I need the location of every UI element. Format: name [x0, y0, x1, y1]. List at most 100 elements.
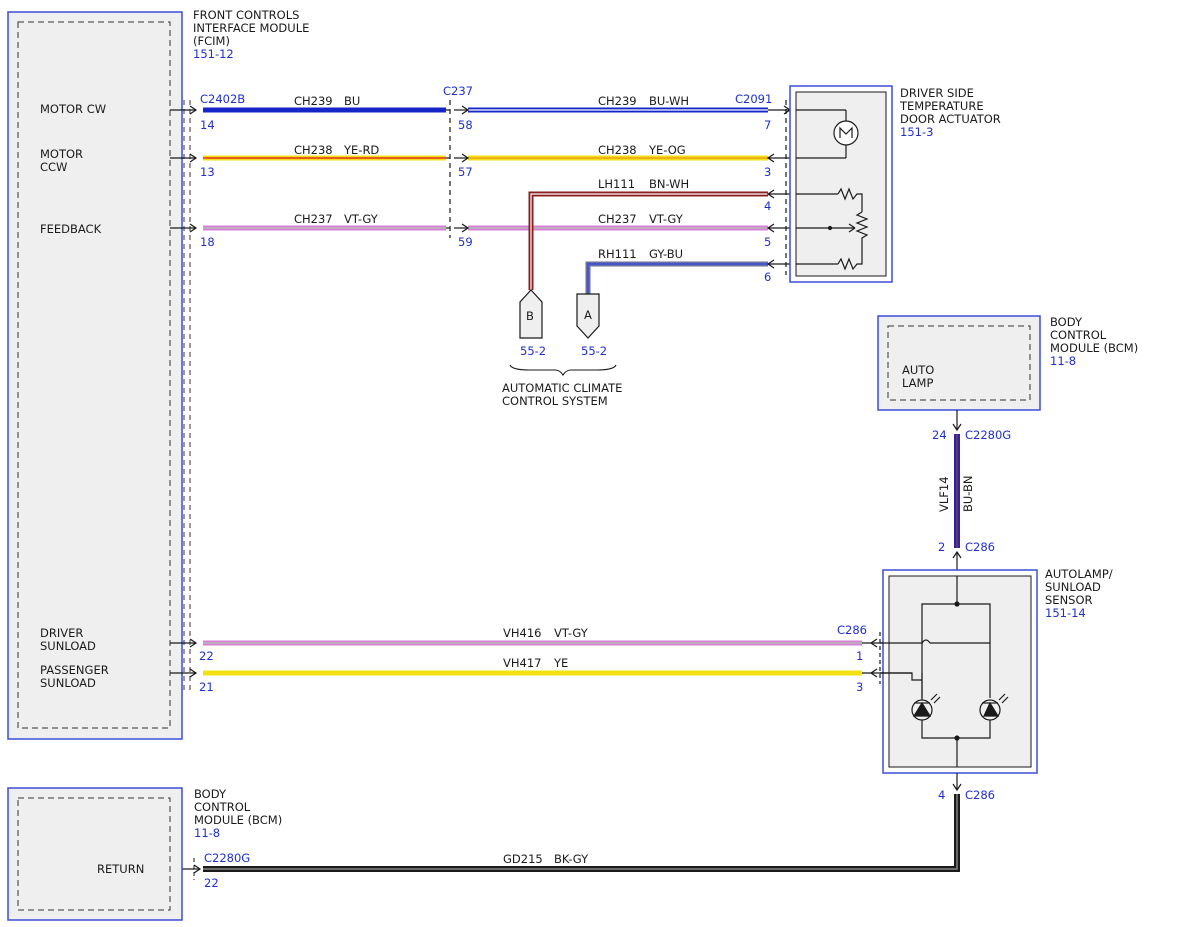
connector-c2280g-bottom: C2280G	[204, 851, 250, 865]
actuator-ref: 151-3	[900, 125, 933, 139]
label-cw-right-color: BU-WH	[649, 94, 689, 108]
label-rh-color: GY-BU	[649, 247, 683, 261]
offpage-b-ref: 55-2	[520, 344, 546, 358]
label-dsl-id: VH416	[503, 626, 541, 640]
labels-ground: GD215 BK-GY 4 C286 C2280G 22	[204, 788, 995, 890]
bcm-bottom-title-line2: CONTROL	[194, 800, 251, 814]
bcm-bottom-title-line1: BODY	[194, 787, 227, 801]
label-ccw-left-id: CH238	[294, 143, 333, 157]
pin-c237-cw: 58	[458, 118, 473, 132]
connector-c2402b: C2402B	[200, 92, 245, 106]
bcm-bottom-title: BODY CONTROL MODULE (BCM) 11-8	[194, 787, 282, 840]
pin-fcim-cw: 14	[200, 118, 215, 132]
label-cw-left-id: CH239	[294, 94, 333, 108]
sensor-title-line1: AUTOLAMP/	[1045, 567, 1113, 581]
label-fb-right-color: VT-GY	[649, 212, 684, 226]
label-ccw-left-color: YE-RD	[343, 143, 379, 157]
actuator-module	[789, 85, 893, 283]
bcm-top-ref: 11-8	[1050, 354, 1076, 368]
fcim-ref: 151-12	[193, 47, 234, 61]
fcim-pin-arrows	[170, 105, 198, 678]
label-fb-left-color: VT-GY	[344, 212, 379, 226]
sensor-circuit	[880, 576, 1009, 767]
pin-fcim-dsl: 22	[199, 649, 214, 663]
offpage-a-ref: 55-2	[581, 344, 607, 358]
wire-gd215	[182, 773, 962, 880]
pin-label-motor-ccw-2: CCW	[40, 160, 67, 174]
pin-fcim-ccw: 13	[200, 165, 215, 179]
bcm-top-title-line2: CONTROL	[1050, 328, 1107, 342]
sensor-ref: 151-14	[1045, 606, 1086, 620]
pin-sensor-bottom: 4	[938, 788, 945, 802]
pin-bcm-top: 24	[932, 428, 947, 442]
bcm-top-title-line1: BODY	[1050, 315, 1083, 329]
sensor-title-line3: SENSOR	[1045, 593, 1093, 607]
label-cw-right-id: CH239	[598, 94, 637, 108]
wire-lh111	[528, 191, 768, 290]
connector-c286-lower: C286	[965, 788, 995, 802]
label-cw-left-color: BU	[344, 94, 360, 108]
pin-c237-fb: 59	[458, 235, 473, 249]
wire-vlf14: VLF14 BU-BN	[937, 410, 975, 572]
pin-c237-ccw: 57	[458, 165, 473, 179]
sensor-title-line2: SUNLOAD	[1045, 580, 1101, 594]
bcm-bottom-inner-label: RETURN	[97, 862, 144, 876]
pin-act-cw: 7	[764, 118, 771, 132]
fcim-module	[7, 11, 191, 740]
fcim-title-line1: FRONT CONTROLS	[193, 8, 299, 22]
pin-sensor-top: 2	[938, 540, 945, 554]
c237-connector	[446, 100, 470, 238]
pin-sensor-dsl: 1	[856, 649, 863, 663]
sensor-pin-arrows	[862, 632, 883, 684]
offpage-connectors: B A 55-2 55-2 AUTOMATIC CLIMATE CONTROL …	[502, 289, 622, 408]
fcim-title-line2: INTERFACE MODULE	[193, 21, 309, 35]
label-fb-left-id: CH237	[294, 212, 333, 226]
pin-label-passenger-sunload-2: SUNLOAD	[40, 676, 96, 690]
bcm-top-title: BODY CONTROL MODULE (BCM) 11-8	[1050, 315, 1138, 368]
sensor-module	[882, 569, 1038, 774]
pin-act-ccw: 3	[764, 165, 771, 179]
potentiometer-symbol	[796, 187, 869, 271]
pin-fcim-fb: 18	[200, 235, 215, 249]
bcm-top-module: AUTO LAMP	[877, 315, 1041, 411]
label-ccw-right-color: YE-OG	[648, 143, 686, 157]
pin-bcm-bottom: 22	[204, 876, 219, 890]
label-rh-id: RH111	[598, 247, 637, 261]
system-line1: AUTOMATIC CLIMATE	[502, 381, 622, 395]
label-psl-id: VH417	[503, 656, 541, 670]
fcim-title: FRONT CONTROLS INTERFACE MODULE (FCIM) 1…	[193, 8, 309, 61]
pin-label-motor-cw: MOTOR CW	[40, 102, 106, 116]
pin-label-motor-ccw-1: MOTOR	[40, 147, 83, 161]
fcim-pin-labels: MOTOR CW MOTOR CCW FEEDBACK DRIVER SUNLO…	[40, 102, 109, 690]
pin-fcim-psl: 21	[199, 680, 214, 694]
bcm-bottom-title-line3: MODULE (BCM)	[194, 813, 282, 827]
label-autolamp-id: VLF14	[937, 476, 951, 512]
pin-sensor-psl: 3	[856, 680, 863, 694]
pin-label-feedback: FEEDBACK	[40, 222, 102, 236]
circuit-labels-sunload: VH416 VT-GY VH417 YE 22 21 C286 1 3	[199, 623, 867, 694]
bcm-top-title-line3: MODULE (BCM)	[1050, 341, 1138, 355]
actuator-pin-arrows	[766, 100, 792, 275]
sensor-title: AUTOLAMP/ SUNLOAD SENSOR 151-14	[1045, 567, 1113, 620]
fcim-title-line3: (FCIM)	[193, 34, 230, 48]
bcm-bottom-ref: 11-8	[194, 826, 220, 840]
connector-labels-upper: C2402B C237 C2091 14 13 18 58 57 59 7 3 …	[200, 84, 772, 284]
connector-c286-sunload: C286	[837, 623, 867, 637]
label-autolamp-color: BU-BN	[961, 475, 975, 512]
pin-act-rh: 6	[764, 270, 771, 284]
bcm-top-inner-line1: AUTO	[902, 363, 934, 377]
label-lh-color: BN-WH	[649, 177, 689, 191]
offpage-b-letter: B	[526, 309, 534, 323]
connector-c237: C237	[443, 84, 473, 98]
circuit-labels-upper: CH239 BU CH239 BU-WH CH238 YE-RD CH238 Y…	[294, 94, 689, 261]
label-psl-color: YE	[553, 656, 568, 670]
actuator-title: DRIVER SIDE TEMPERATURE DOOR ACTUATOR 15…	[899, 86, 1001, 139]
pin-label-driver-sunload-2: SUNLOAD	[40, 639, 96, 653]
bcm-top-inner-line2: LAMP	[902, 376, 933, 390]
label-lh-id: LH111	[598, 177, 635, 191]
actuator-title-line3: DOOR ACTUATOR	[900, 112, 1001, 126]
offpage-a-letter: A	[584, 308, 592, 322]
pin-label-passenger-sunload-1: PASSENGER	[40, 663, 109, 677]
connector-c2091: C2091	[735, 92, 772, 106]
wire-rh111	[585, 261, 768, 294]
